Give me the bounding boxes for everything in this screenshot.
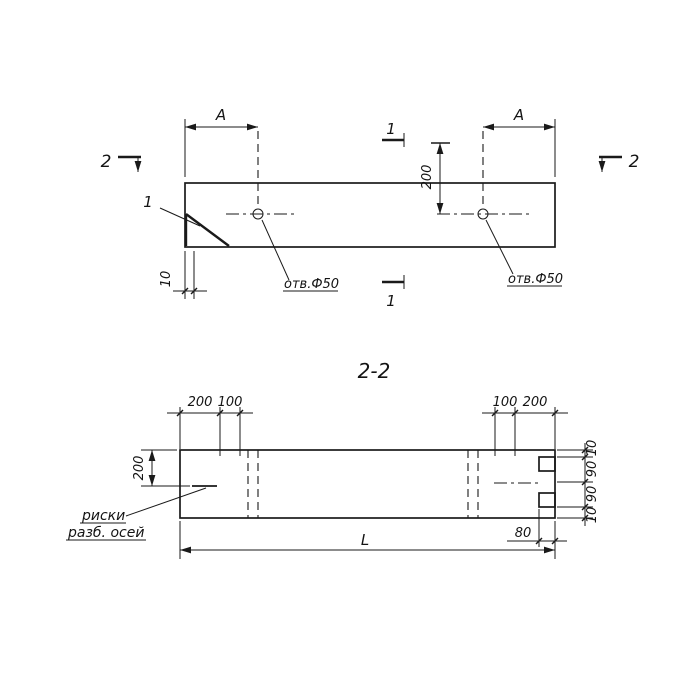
detail-mark-label: 1 <box>143 193 153 211</box>
slot-top <box>538 456 556 472</box>
dim-80: 80 <box>507 509 567 547</box>
hole-callout-right-label: отв.Ф50 <box>508 272 563 287</box>
hole-left <box>226 131 294 220</box>
dim-10: 10 <box>159 251 207 299</box>
hole-callout-left: отв.Ф50 <box>261 219 339 292</box>
dim-10-label: 10 <box>159 271 174 288</box>
dim-length-label: L <box>361 531 369 549</box>
dim-left-100-label: 100 <box>218 395 243 410</box>
section-title: 2-2 <box>358 359 391 383</box>
axes-label-line1: риски <box>81 508 125 524</box>
detail-leader-line <box>159 207 201 227</box>
dims-top-left: 200 100 <box>167 395 253 456</box>
slot-bottom <box>538 492 556 508</box>
axes-label-leader <box>125 487 207 517</box>
hole-left-circle <box>252 208 264 220</box>
end-slots <box>538 456 556 508</box>
dim-right-10-bottom-label: 10 <box>585 507 600 524</box>
dim-height-200: 200 <box>132 449 190 487</box>
beam-outline <box>184 182 556 248</box>
dim-height-200-label: 200 <box>132 456 147 481</box>
section-view: 2-2 200 100 <box>66 359 600 559</box>
dims-top-right: 100 200 <box>482 395 568 456</box>
hole-right-circle <box>477 208 489 220</box>
dim-200-topview-label: 200 <box>420 165 435 190</box>
section-2-left-label: 2 <box>101 152 112 172</box>
section-1-bottom-label: 1 <box>386 292 396 310</box>
section-mark-1-bottom: 1 <box>382 275 405 310</box>
dim-a-left: A <box>184 106 258 177</box>
section-mark-2-right: 2 <box>598 152 640 172</box>
section-outline <box>179 449 556 519</box>
dim-200-topview: 200 <box>420 142 450 214</box>
dim-a-right: A <box>483 106 556 177</box>
top-view: 1 A A 1 <box>101 106 640 310</box>
chamfer-detail: 1 <box>143 193 230 247</box>
dim-a-left-label: A <box>215 106 226 124</box>
section-2-right-label: 2 <box>629 152 640 172</box>
hidden-edges <box>247 450 479 518</box>
dim-left-200-label: 200 <box>188 395 213 410</box>
dim-right-90-top-label: 90 <box>585 461 600 478</box>
section-1-top-label: 1 <box>386 120 396 138</box>
hole-callout-left-label: отв.Ф50 <box>284 277 339 292</box>
dim-right-200-label: 200 <box>523 395 548 410</box>
section-mark-1-top: 1 <box>382 120 405 147</box>
dim-80-label: 80 <box>515 526 532 541</box>
dim-a-right-label: A <box>513 106 524 124</box>
dim-right-90-bottom-label: 90 <box>585 486 600 503</box>
dim-right-10-top-label: 10 <box>585 440 600 457</box>
dims-right-stack: 10 90 90 10 <box>557 440 600 526</box>
axes-label-line2: разб. осей <box>67 525 144 541</box>
section-mark-2-left: 2 <box>101 152 142 172</box>
dim-right-100-label: 100 <box>493 395 518 410</box>
hole-right <box>437 131 532 220</box>
hole-callout-right: отв.Ф50 <box>485 219 563 287</box>
dim-length-L: L <box>179 521 556 559</box>
axes-label: риски разб. осей <box>66 487 207 541</box>
